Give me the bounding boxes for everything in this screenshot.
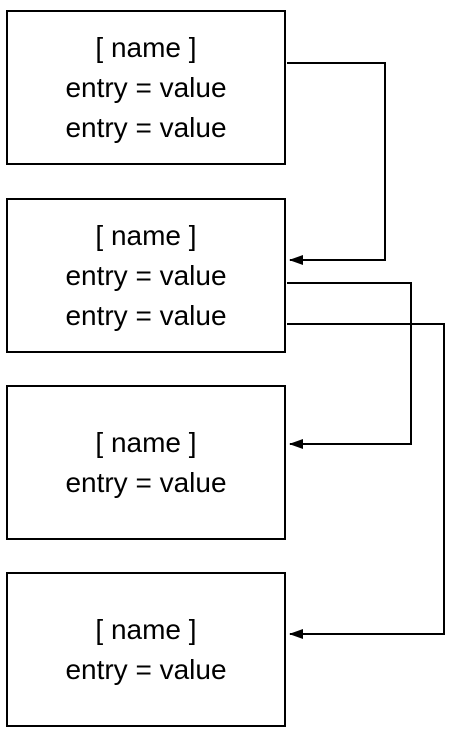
entry-value-label: entry = value [65,111,227,143]
connector-arrow-1 [287,62,386,265]
section-name-label: [ name ] [95,31,197,63]
section-box-4: [ name ] entry = value [6,572,286,727]
section-box-2: [ name ] entry = value entry = value [6,198,286,353]
section-box-1: [ name ] entry = value entry = value [6,10,286,165]
connector-arrow-2 [287,282,412,449]
section-box-3: [ name ] entry = value [6,385,286,540]
entry-value-label: entry = value [65,71,227,103]
section-name-label: [ name ] [95,219,197,251]
section-name-label: [ name ] [95,426,197,458]
entry-value-label: entry = value [65,299,227,331]
section-name-label: [ name ] [95,613,197,645]
connector-arrow-3 [287,323,445,639]
entry-value-label: entry = value [65,259,227,291]
entry-value-label: entry = value [65,653,227,685]
entry-value-label: entry = value [65,466,227,498]
